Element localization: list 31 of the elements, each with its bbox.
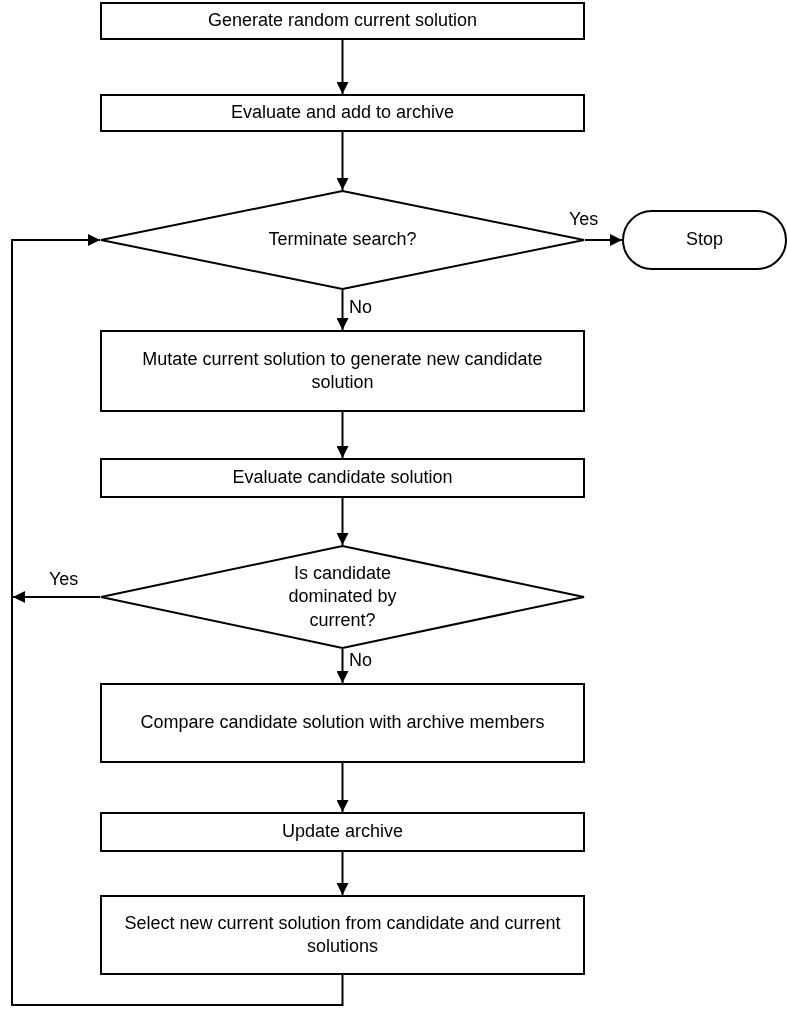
node-text: Stop — [686, 228, 723, 252]
node-text: Terminate search? — [268, 228, 417, 252]
arrow — [336, 648, 349, 684]
process-box — [100, 458, 585, 498]
node-text: Compare candidate solution with archive members — [140, 711, 545, 735]
node-text: Mutate current solution to generate new candidate solution — [141, 347, 544, 394]
decision-diamond — [100, 545, 585, 649]
process-box — [100, 812, 585, 852]
process-box — [100, 94, 585, 132]
arrow — [12, 591, 101, 603]
arrow — [336, 497, 349, 546]
node-text: Select new current solution from candidate and current solutions — [123, 911, 562, 958]
node-text: Update archive — [281, 820, 404, 844]
process-box — [100, 683, 585, 763]
arrow — [336, 39, 349, 95]
process-box — [100, 895, 585, 975]
terminal-shape — [622, 210, 787, 270]
arrow — [336, 762, 349, 813]
process-box — [100, 330, 585, 412]
arrow — [11, 234, 101, 598]
node-text: Evaluate and add to archive — [230, 101, 455, 125]
node-text: Is candidate dominated by current? — [287, 561, 398, 632]
arrow — [336, 289, 349, 331]
connector-line — [11, 596, 344, 1006]
node-text: Evaluate candidate solution — [232, 466, 453, 490]
arrow — [584, 234, 623, 246]
node-text: Generate random current solution — [207, 9, 478, 33]
arrow — [336, 411, 349, 459]
arrow — [336, 131, 349, 191]
process-box — [100, 2, 585, 40]
arrow — [336, 851, 349, 896]
